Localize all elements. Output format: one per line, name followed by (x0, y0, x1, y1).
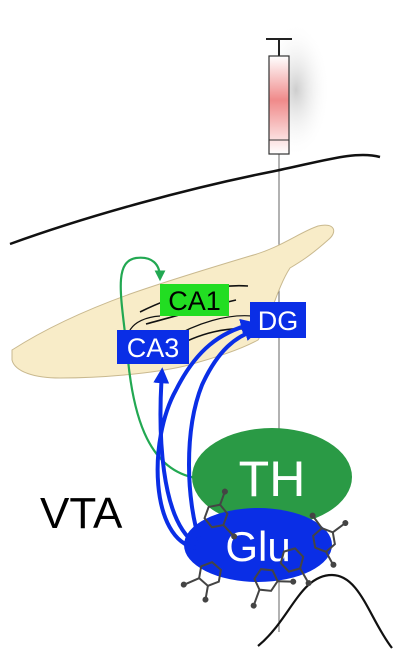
brain-surface-curve (9, 153, 381, 246)
glu-label: Glu (225, 523, 290, 570)
brainstem-curve (257, 573, 393, 649)
ca1-box (160, 284, 229, 316)
ca1-label: CA1 (168, 286, 221, 316)
th-label: TH (239, 451, 306, 507)
glu-to-ca3-arrow (153, 367, 198, 546)
glu-to-dg-arrow-1 (155, 318, 257, 550)
vta-label: VTA (40, 489, 123, 538)
syringe-icon (266, 38, 292, 155)
dg-label: DG (258, 306, 299, 336)
th-region (192, 428, 352, 526)
th-to-ca1-arrow (119, 256, 197, 480)
dg-box (250, 302, 306, 338)
molecule-icon (180, 488, 349, 609)
ca3-label: CA3 (127, 333, 180, 363)
ca3-box (117, 330, 189, 364)
glu-to-dg-arrow-2 (187, 325, 261, 543)
